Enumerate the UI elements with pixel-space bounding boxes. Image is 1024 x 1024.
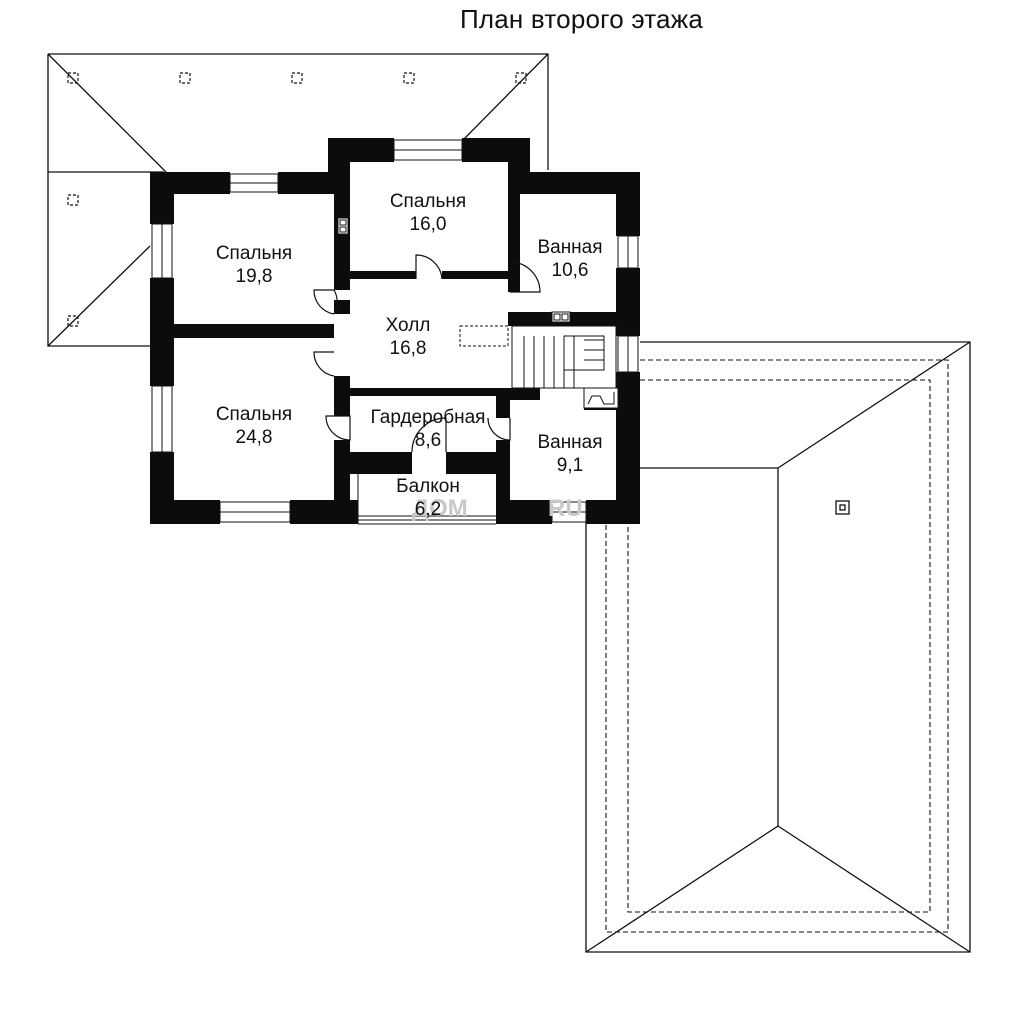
room-bathroom-1: Ванная 10,6	[537, 237, 602, 281]
room-bathroom-2: Ванная 9,1	[537, 432, 602, 476]
room-name: Спальня	[216, 243, 292, 264]
room-name: Ванная	[537, 237, 602, 258]
room-hall: Холл 16,8	[386, 315, 431, 359]
room-area: 19,8	[236, 266, 273, 287]
room-bedroom-2: Спальня 16,0	[390, 191, 466, 235]
room-wardrobe: Гардеробная 8,6	[371, 407, 486, 451]
room-bedroom-1: Спальня 19,8	[216, 243, 292, 287]
walls	[150, 138, 640, 524]
left-roof	[47, 53, 549, 347]
room-name: Холл	[386, 315, 431, 336]
plan-title: План второго этажа	[460, 4, 703, 34]
chimney-icon	[835, 500, 850, 515]
watermark: ДОМ	[412, 495, 468, 522]
room-name: Гардеробная	[371, 407, 486, 428]
room-name: Спальня	[390, 191, 466, 212]
windows	[151, 139, 639, 523]
room-area: 24,8	[236, 427, 273, 448]
watermark-suffix: RU	[548, 495, 583, 522]
room-bedroom-3: Спальня 24,8	[216, 404, 292, 448]
room-area: 10,6	[552, 260, 589, 281]
room-area: 16,0	[410, 214, 447, 235]
room-balcony: Балкон 6,2	[396, 476, 460, 520]
room-name: Балкон	[396, 476, 460, 497]
room-name: Ванная	[537, 432, 602, 453]
balcony-railing	[357, 474, 496, 525]
roof-marker-icons	[67, 72, 527, 327]
room-area: 16,8	[390, 338, 427, 359]
staircase	[511, 325, 617, 389]
room-area: 6,2	[415, 499, 441, 520]
room-name: Спальня	[216, 404, 292, 425]
right-roof	[585, 341, 971, 953]
room-area: 8,6	[415, 430, 441, 451]
right-roof-dashed	[605, 359, 949, 933]
doors	[313, 254, 541, 453]
fixtures	[337, 217, 619, 409]
room-area: 9,1	[557, 455, 583, 476]
